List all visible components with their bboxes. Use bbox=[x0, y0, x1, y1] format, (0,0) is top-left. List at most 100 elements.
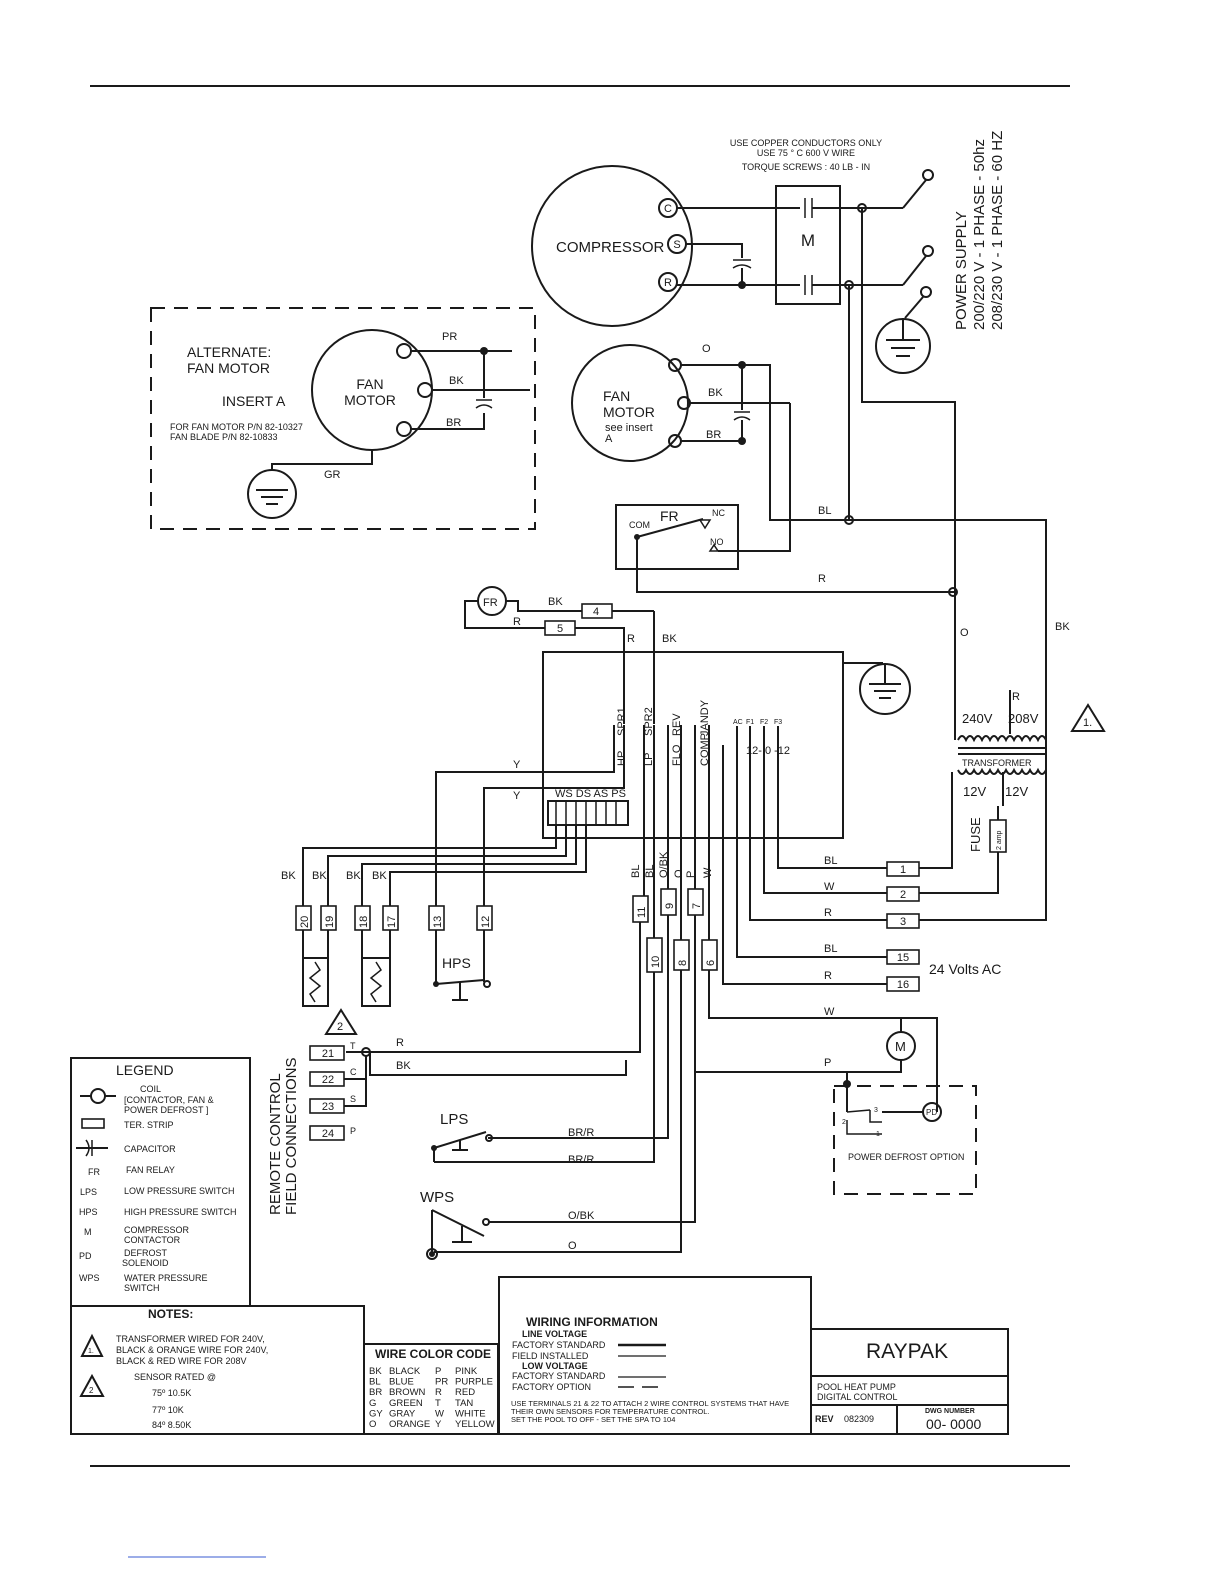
svg-text:BLACK & RED WIRE FOR 208V: BLACK & RED WIRE FOR 208V bbox=[116, 1356, 247, 1366]
svg-text:DEFROST: DEFROST bbox=[124, 1248, 168, 1258]
svg-text:BK: BK bbox=[449, 375, 464, 387]
color-code-cell: PR bbox=[435, 1377, 448, 1388]
svg-text:M: M bbox=[895, 1039, 906, 1054]
svg-text:R: R bbox=[513, 616, 521, 628]
svg-text:USE TERMINALS 21 & 22 TO ATTAC: USE TERMINALS 21 & 22 TO ATTACH 2 WIRE C… bbox=[511, 1399, 789, 1408]
svg-text:R: R bbox=[396, 1037, 404, 1049]
svg-text:FACTORY OPTION: FACTORY OPTION bbox=[512, 1382, 591, 1392]
compressor: COMPRESSOR C S R bbox=[531, 165, 693, 327]
color-code-cell: BLACK bbox=[389, 1366, 421, 1377]
svg-text:FAN MOTOR: FAN MOTOR bbox=[187, 360, 270, 376]
svg-text:MOTOR: MOTOR bbox=[344, 392, 396, 408]
svg-text:AC: AC bbox=[733, 719, 743, 726]
svg-text:COM: COM bbox=[629, 520, 650, 530]
svg-text:HIGH PRESSURE SWITCH: HIGH PRESSURE SWITCH bbox=[124, 1207, 237, 1217]
svg-text:HPS: HPS bbox=[79, 1207, 98, 1217]
color-code-cell: Y bbox=[435, 1419, 442, 1430]
svg-text:12: 12 bbox=[480, 916, 492, 928]
svg-text:12- 0 -12: 12- 0 -12 bbox=[746, 745, 790, 757]
color-code-cell: GREEN bbox=[389, 1398, 423, 1409]
svg-text:7: 7 bbox=[691, 903, 703, 909]
svg-text:P: P bbox=[350, 1126, 356, 1136]
color-code-cell: WHITE bbox=[455, 1408, 486, 1419]
svg-text:LP: LP bbox=[643, 753, 655, 766]
svg-text:BK: BK bbox=[346, 870, 361, 882]
svg-text:S: S bbox=[673, 239, 680, 251]
svg-text:M: M bbox=[84, 1227, 92, 1237]
svg-text:84º 8.50K: 84º 8.50K bbox=[152, 1420, 191, 1430]
svg-text:R: R bbox=[824, 970, 832, 982]
svg-text:2 amp: 2 amp bbox=[996, 830, 1003, 850]
svg-text:BL: BL bbox=[644, 865, 656, 878]
color-code-cell: W bbox=[435, 1408, 444, 1419]
svg-text:FIELD INSTALLED: FIELD INSTALLED bbox=[512, 1351, 589, 1361]
svg-text:F1: F1 bbox=[746, 719, 754, 726]
svg-text:BL: BL bbox=[824, 855, 837, 867]
svg-text:CAPACITOR: CAPACITOR bbox=[124, 1144, 176, 1154]
color-code-cell: YELLOW bbox=[455, 1419, 495, 1430]
power-supply-switches bbox=[883, 169, 934, 319]
svg-text:16: 16 bbox=[897, 979, 909, 991]
fan-relay: FR COM NC NO R bbox=[615, 403, 958, 597]
svg-text:17: 17 bbox=[386, 916, 398, 928]
svg-text:R: R bbox=[1012, 691, 1020, 703]
svg-text:SENSOR RATED @: SENSOR RATED @ bbox=[134, 1372, 216, 1382]
color-code-cell: BROWN bbox=[389, 1387, 426, 1398]
svg-text:082309: 082309 bbox=[844, 1414, 874, 1424]
svg-text:M: M bbox=[801, 231, 815, 250]
svg-text:BL: BL bbox=[824, 943, 837, 955]
svg-text:R: R bbox=[824, 907, 832, 919]
svg-text:WATER PRESSURE: WATER PRESSURE bbox=[124, 1273, 208, 1283]
conductor-notice: USE COPPER CONDUCTORS ONLY USE 75 ° C 60… bbox=[730, 138, 882, 172]
svg-text:3: 3 bbox=[900, 916, 906, 928]
svg-text:SOLENOID: SOLENOID bbox=[122, 1258, 169, 1268]
svg-text:21: 21 bbox=[322, 1048, 334, 1060]
svg-text:1.: 1. bbox=[1083, 717, 1092, 729]
svg-text:NOTES:: NOTES: bbox=[148, 1307, 193, 1321]
output-terminals: 11 9 7 10 8 6 bbox=[632, 888, 718, 973]
svg-text:TRANSFORMER WIRED FOR 240V,: TRANSFORMER WIRED FOR 240V, bbox=[116, 1334, 265, 1344]
svg-text:P: P bbox=[824, 1057, 831, 1069]
notes: NOTES: 1. TRANSFORMER WIRED FOR 240V, BL… bbox=[70, 1305, 365, 1435]
color-code-cell: R bbox=[435, 1387, 442, 1398]
thermistor-2 bbox=[361, 930, 391, 1007]
svg-text:11: 11 bbox=[636, 907, 648, 918]
color-code-cell: PURPLE bbox=[455, 1377, 493, 1388]
svg-text:19: 19 bbox=[324, 916, 336, 928]
svg-text:SET THE POOL TO OFF - SET THE: SET THE POOL TO OFF - SET THE SPA TO 104 bbox=[511, 1415, 675, 1424]
svg-text:BR: BR bbox=[446, 417, 461, 429]
hps-switch: HPS bbox=[433, 930, 491, 1001]
svg-text:BK: BK bbox=[396, 1060, 411, 1072]
svg-text:BK: BK bbox=[312, 870, 327, 882]
svg-text:USE COPPER CONDUCTORS ONLY: USE COPPER CONDUCTORS ONLY bbox=[730, 138, 882, 148]
svg-text:POOL HEAT PUMP: POOL HEAT PUMP bbox=[817, 1382, 896, 1392]
svg-text:F3: F3 bbox=[774, 719, 782, 726]
color-code-cell: BK bbox=[369, 1366, 382, 1377]
svg-text:FAN: FAN bbox=[356, 376, 383, 392]
power-supply-label: POWER SUPPLY 200/220 V - 1 PHASE - 50hz … bbox=[953, 131, 1006, 330]
svg-text:WPS: WPS bbox=[79, 1273, 100, 1283]
svg-text:FIELD CONNECTIONS: FIELD CONNECTIONS bbox=[283, 1057, 300, 1215]
svg-text:O/BK: O/BK bbox=[658, 851, 670, 878]
svg-text:00- 0000: 00- 0000 bbox=[926, 1416, 981, 1432]
fr-coil: FR BK R bbox=[464, 586, 582, 629]
color-code-cell: BR bbox=[369, 1387, 382, 1398]
svg-text:LOW VOLTAGE: LOW VOLTAGE bbox=[522, 1361, 588, 1371]
right-terminals: 1 2 3 15 16 24 Volts AC bbox=[886, 818, 1047, 992]
svg-text:FAN BLADE P/N 82-10833: FAN BLADE P/N 82-10833 bbox=[170, 432, 278, 442]
svg-text:DWG NUMBER: DWG NUMBER bbox=[925, 1408, 975, 1415]
svg-text:PR: PR bbox=[442, 331, 457, 343]
svg-text:FOR FAN MOTOR P/N 82-10327: FOR FAN MOTOR P/N 82-10327 bbox=[170, 422, 303, 432]
svg-text:FUSE: FUSE bbox=[968, 817, 983, 852]
color-code-cell: BL bbox=[369, 1377, 381, 1388]
svg-text:C: C bbox=[350, 1067, 357, 1077]
svg-text:WPS: WPS bbox=[420, 1189, 454, 1206]
svg-text:BLACK & ORANGE WIRE FOR 240V,: BLACK & ORANGE WIRE FOR 240V, bbox=[116, 1345, 268, 1355]
svg-text:O: O bbox=[702, 343, 711, 355]
svg-text:BK: BK bbox=[281, 870, 296, 882]
svg-text:2: 2 bbox=[900, 889, 906, 901]
svg-text:GR: GR bbox=[324, 469, 341, 481]
svg-text:LINE VOLTAGE: LINE VOLTAGE bbox=[522, 1329, 587, 1339]
svg-text:FAN: FAN bbox=[603, 388, 630, 404]
